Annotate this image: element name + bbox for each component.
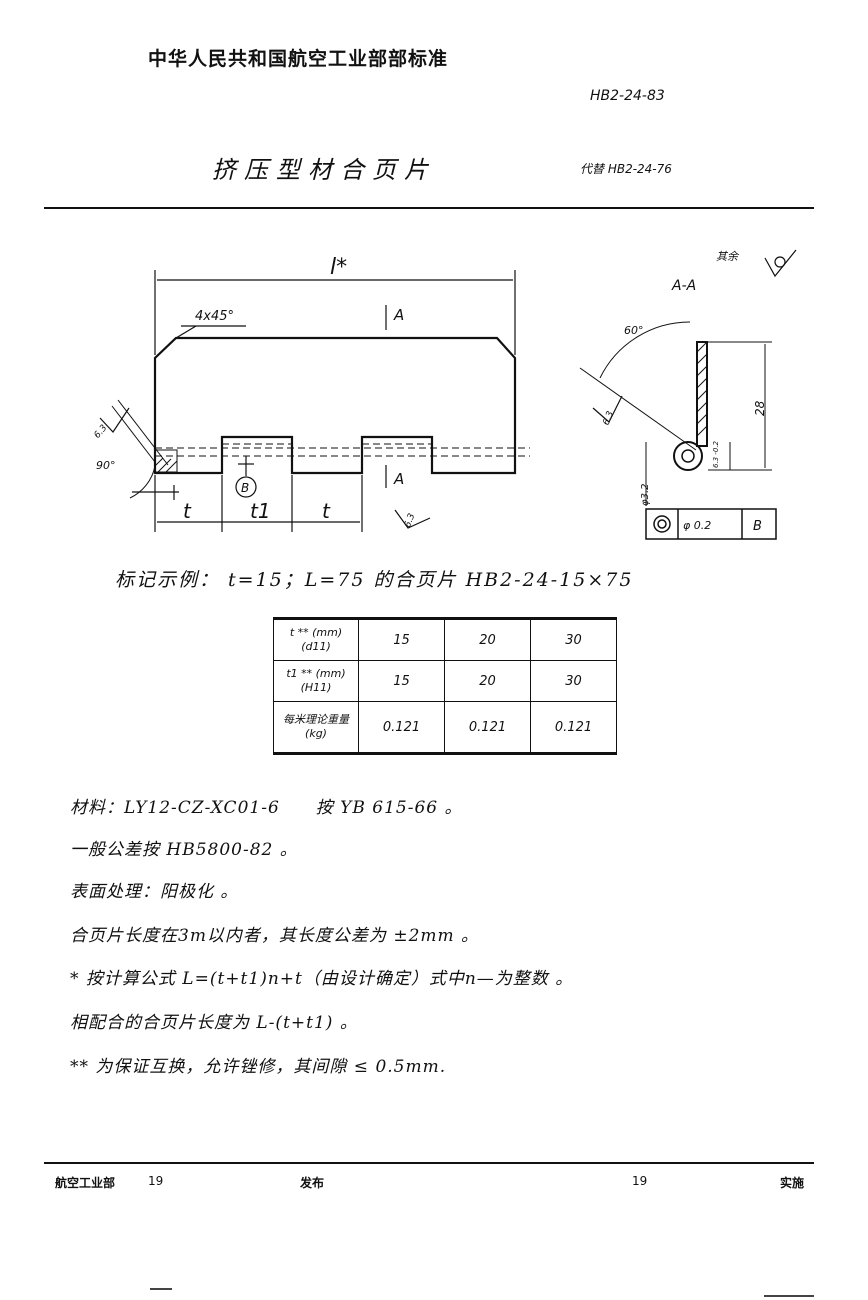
footer-effective-year: 19 [632,1174,648,1188]
small-dims-label: 6.3 -0.2 [712,440,720,468]
section-mark-top: A [393,306,404,324]
document-title: 挤压型材合页片 [212,156,436,184]
height-28-label: 28 [753,400,767,416]
spec-table: t ** (mm)(d11) 15 20 30 t1 ** (mm)(H11) … [273,617,617,755]
row-header: t ** (mm)(d11) [273,618,359,661]
table-cell: 30 [530,660,617,702]
dimension-lines [132,270,516,532]
section-mark-bottom: A [393,470,404,488]
row-header: 每米理论重量(kg) [273,701,359,754]
roughness-symbols [99,249,797,529]
table-cell: 0.121 [530,701,617,754]
note-mating-length: 相配合的合页片长度为 L-(t+t1) 。 [70,1013,358,1033]
section-a-a [579,321,777,540]
table-row: t1 ** (mm)(H11) 15 20 30 [273,660,617,702]
note-surface: 表面处理：阳极化 。 [70,882,239,902]
footer-issued: 发布 [300,1176,325,1190]
roughness-bottom-label: 6.3 [403,512,417,529]
note-tolerance: 一般公差按 HB5800-82 。 [70,840,298,860]
end-hatch [111,399,178,499]
scan-artifact [150,1288,172,1290]
chamfer-label: 4x45° [195,309,234,324]
rest-roughness-label: 其余 [716,250,740,263]
scan-artifact-rule [764,1295,814,1297]
table-row: t ** (mm)(d11) 15 20 30 [273,618,617,661]
angle-90-label: 90° [96,459,116,472]
footer-effective: 实施 [780,1176,805,1190]
technical-drawing: l* 4x45° A A 90° 6.3 6.3 t t1 t B 其余 A-A… [93,249,797,540]
dim-t-left: t [183,499,192,523]
note-length-tolerance: 合页片长度在3m以内者，其长度公差为 ±2mm 。 [70,926,480,946]
marking-example: 标记示例： t=15；L=75 的合页片 HB2-24-15×75 [115,569,634,591]
footer-publisher: 航空工业部 [55,1176,116,1190]
hidden-lines [155,443,530,457]
note-material: 材料：LY12-CZ-XC01-6 按 YB 615-66 。 [70,798,463,818]
footer-publish-year: 19 [148,1174,164,1188]
table-cell: 20 [444,660,531,702]
row-header: t1 ** (mm)(H11) [273,660,359,702]
note-formula: * 按计算公式 L=(t+t1)n+t（由设计确定）式中n—为整数 。 [70,969,574,989]
dia-32-label: φ3.2 [640,484,651,507]
dim-t-right: t [322,499,331,523]
angle-60-label: 60° [624,324,644,337]
table-cell: 0.121 [444,701,531,754]
hinge-main-view [153,336,517,475]
length-label: l* [330,255,347,280]
footer-rule [44,1162,814,1164]
issuing-organization: 中华人民共和国航空工业部部标准 [148,48,449,70]
roughness-section-label: 6.3 [602,410,616,427]
table-cell: 20 [444,618,531,661]
table-cell: 0.121 [358,701,445,754]
datum-b-label: B [241,481,249,495]
table-row: 每米理论重量(kg) 0.121 0.121 0.121 [273,701,617,754]
table-cell: 30 [530,618,617,661]
section-title: A-A [671,278,696,294]
table-cell: 15 [358,660,445,702]
table-cell: 15 [358,618,445,661]
tolerance-datum: B [753,519,762,534]
note-interchange: ** 为保证互换，允许锉修，其间隙 ≤ 0.5mm. [70,1057,447,1077]
dim-t1: t1 [250,499,271,523]
replaces-standard: 代替 HB2-24-76 [580,162,672,176]
header-rule [44,207,814,209]
tolerance-value: φ 0.2 [683,519,711,532]
standard-code: HB2-24-83 [590,88,665,104]
